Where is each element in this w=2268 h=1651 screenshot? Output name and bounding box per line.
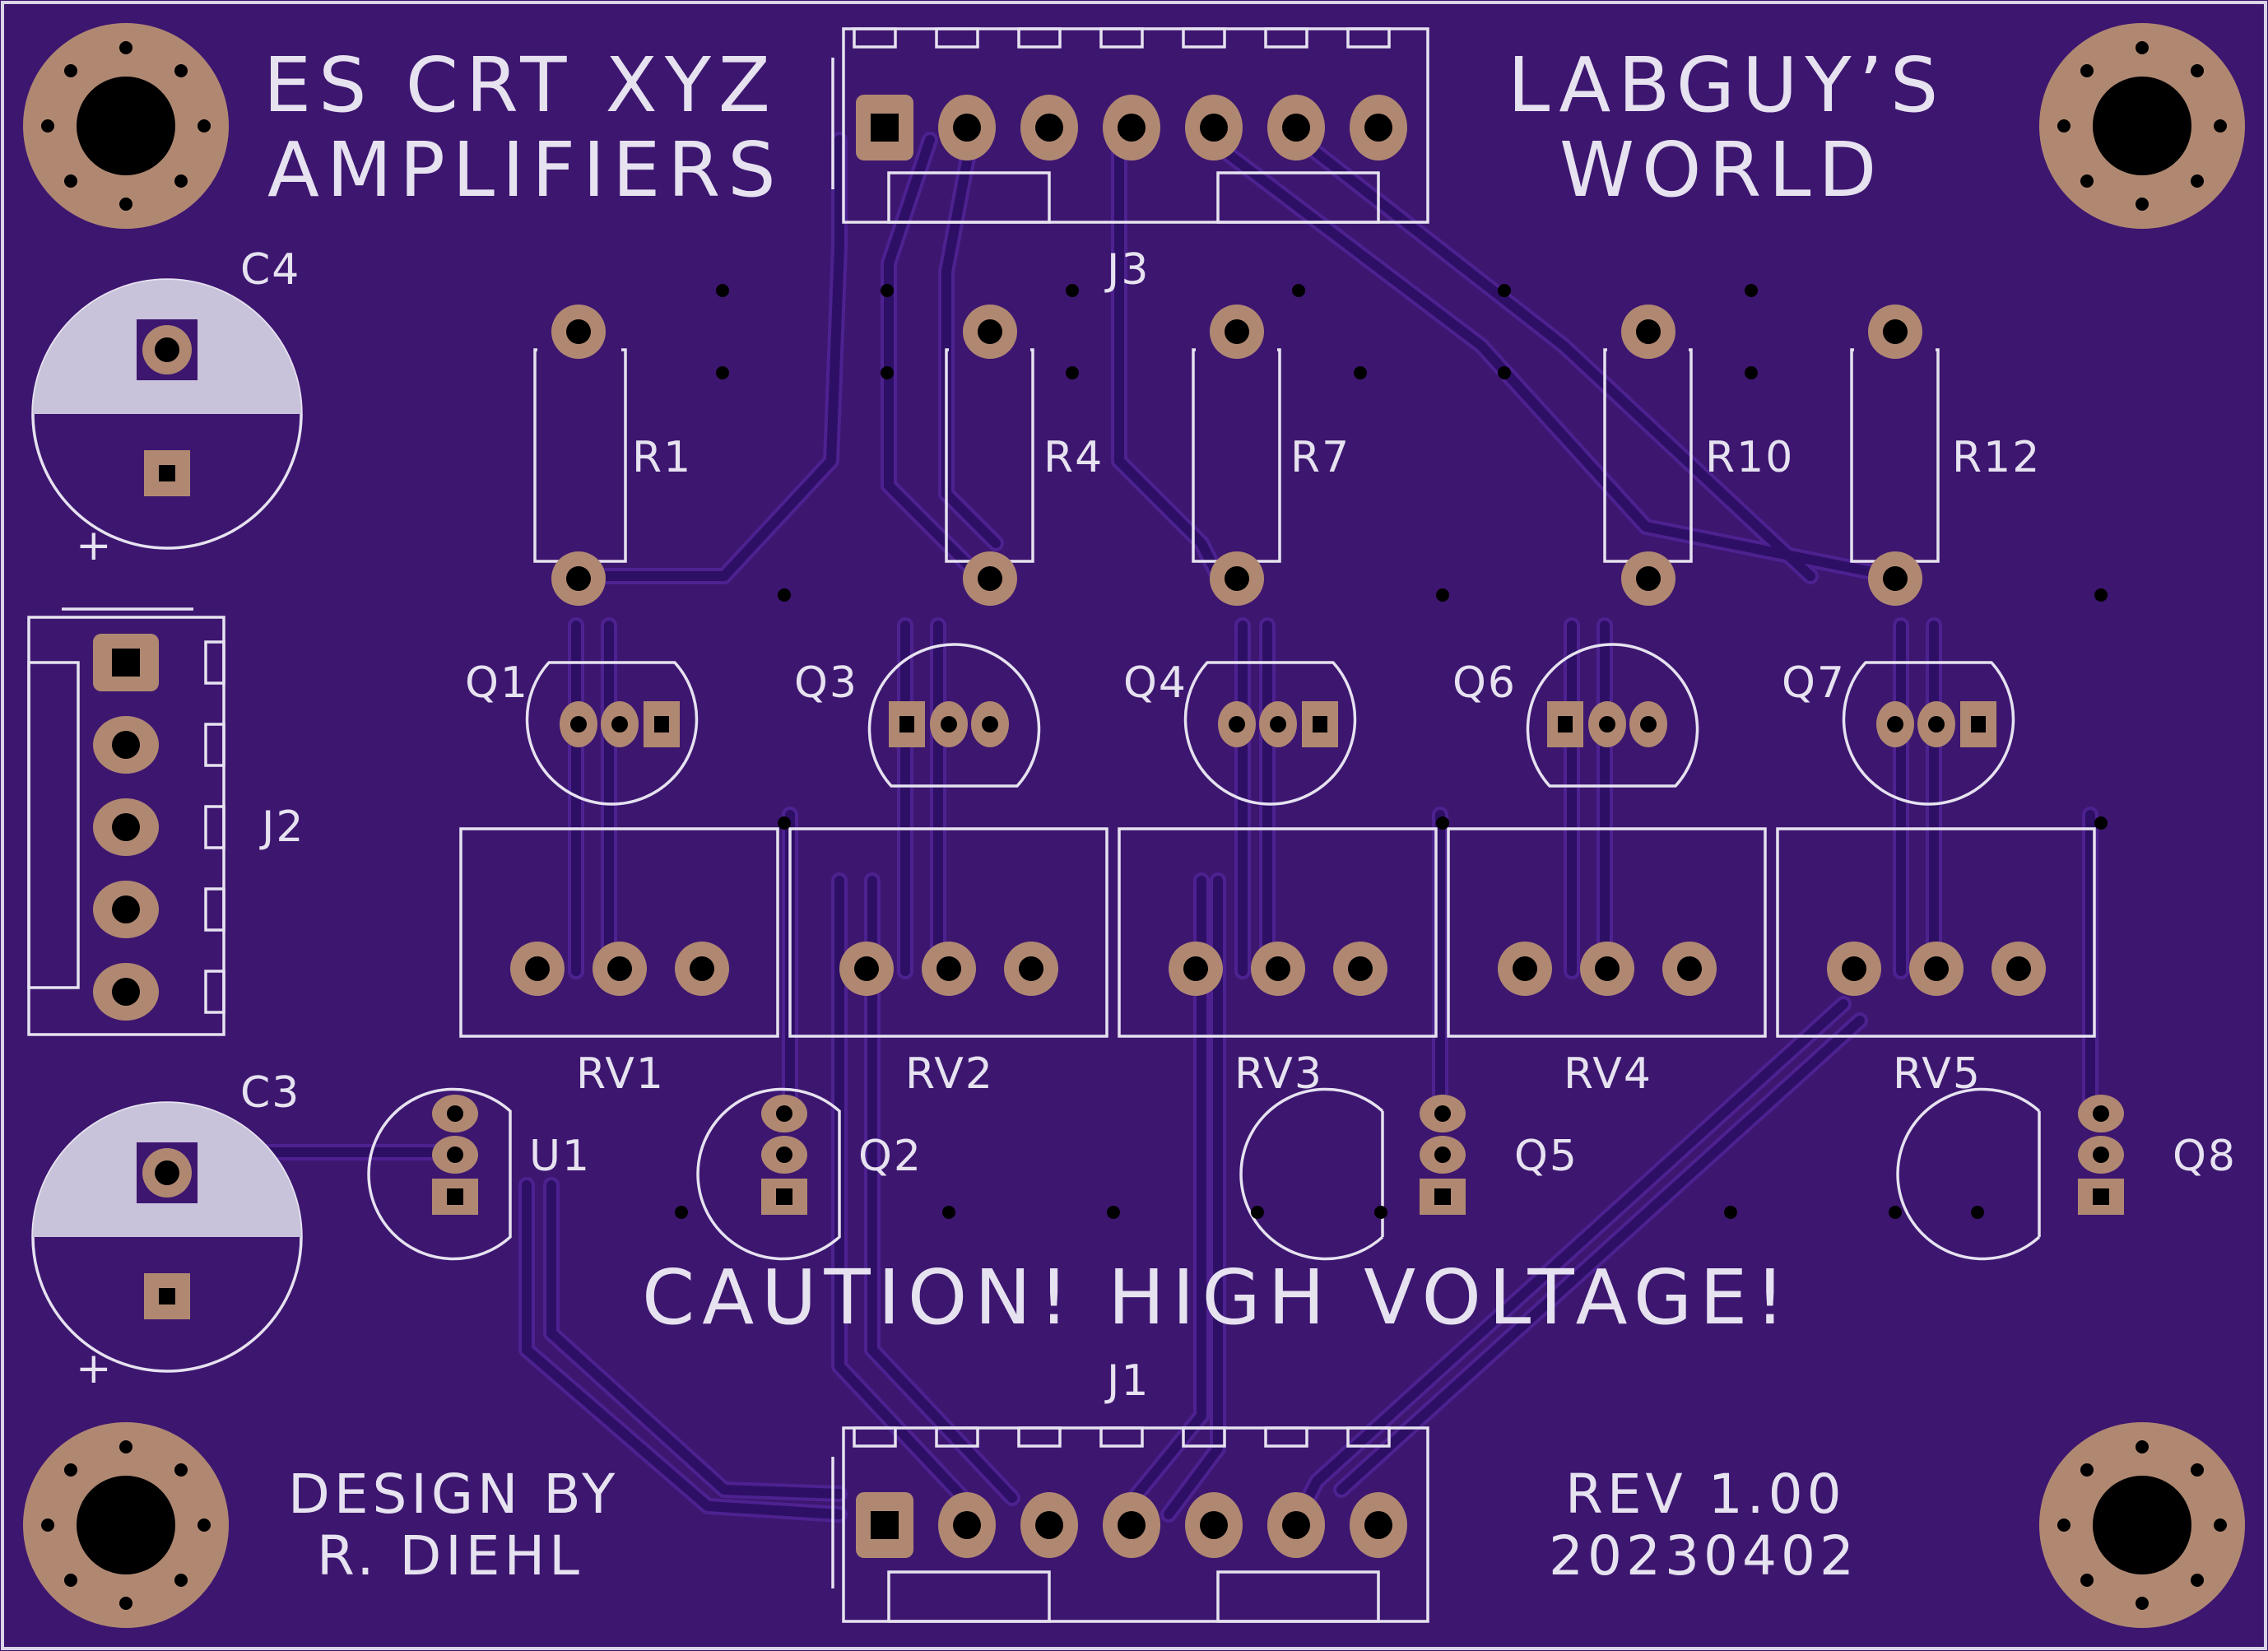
connector-j3: J3 [831, 27, 1429, 295]
connector-j2: J2 [27, 607, 304, 1036]
q7-label: Q7 [1782, 658, 1846, 708]
r12-label: R12 [1952, 433, 2041, 482]
c3-label: C3 [240, 1068, 300, 1118]
j1-label: J1 [1104, 1356, 1150, 1406]
mounting-hole-top-right [2039, 23, 2245, 229]
trimpot-rv1: RV1 [459, 827, 779, 1099]
trimpot-rv5: RV5 [1776, 827, 2096, 1099]
high-voltage-warning: CAUTION! HIGH VOLTAGE! [642, 1253, 1792, 1342]
capacitor-c4: + C4 [31, 245, 303, 570]
connector-j1: J1 [831, 1356, 1429, 1623]
r1-label: R1 [632, 433, 692, 482]
transistor-q3: Q3 [794, 643, 1041, 788]
transistor-q6: Q6 [1452, 643, 1699, 788]
q1-label: Q1 [465, 658, 529, 708]
rv1-label: RV1 [576, 1049, 665, 1099]
u1-label: U1 [529, 1132, 591, 1181]
resistor-r12: R12 [1850, 305, 2041, 606]
q5-label: Q5 [1514, 1132, 1578, 1181]
q3-label: Q3 [794, 658, 858, 708]
brand-line-1: LABGUY’S [1508, 41, 1945, 129]
regulator-u1: U1 [367, 1087, 591, 1261]
rv4-label: RV4 [1564, 1049, 1652, 1099]
transistor-q1: Q1 [465, 658, 699, 806]
q4-label: Q4 [1123, 658, 1187, 708]
trimpot-rv2: RV2 [788, 827, 1108, 1099]
capacitor-c3: + C3 [31, 1068, 303, 1393]
mounting-hole-top-left [23, 23, 229, 229]
resistor-r7: R7 [1192, 305, 1350, 606]
resistor-r10: R10 [1603, 305, 1794, 606]
mounting-hole-bottom-left [23, 1422, 229, 1628]
resistor-r4: R4 [945, 305, 1104, 606]
board-title-line-1: ES CRT XYZ [263, 41, 778, 129]
copper-traces [255, 132, 2098, 1523]
transistor-q8: Q8 [1896, 1087, 2237, 1261]
revision-line-1: REV 1.00 [1565, 1463, 1846, 1526]
c4-label: C4 [240, 245, 300, 295]
j3-label: J3 [1104, 245, 1150, 295]
j2-label: J2 [259, 802, 304, 852]
rv2-label: RV2 [905, 1049, 994, 1099]
c4-polarity-mark: + [76, 521, 114, 570]
mounting-hole-bottom-right [2039, 1422, 2245, 1628]
q6-label: Q6 [1452, 658, 1517, 708]
transistor-q4: Q4 [1123, 658, 1357, 806]
r7-label: R7 [1290, 433, 1350, 482]
transistor-q7: Q7 [1782, 658, 2015, 806]
r4-label: R4 [1043, 433, 1104, 482]
board-vias [675, 284, 2108, 1219]
designer-line-1: DESIGN BY [288, 1463, 619, 1526]
q8-label: Q8 [2173, 1132, 2237, 1181]
revision-line-2: 20230402 [1549, 1524, 1858, 1588]
trimpot-rv4: RV4 [1447, 827, 1767, 1099]
designer-line-2: R. DIEHL [317, 1524, 583, 1588]
transistor-q2: Q2 [696, 1087, 923, 1261]
brand-line-2: WORLD [1559, 126, 1884, 214]
board-title-line-2: AMPLIFIERS [267, 126, 783, 214]
c3-polarity-mark: + [76, 1344, 114, 1393]
r10-label: R10 [1705, 433, 1794, 482]
resistor-r1: R1 [533, 305, 692, 606]
q2-label: Q2 [858, 1132, 923, 1181]
transistor-q5: Q5 [1239, 1087, 1578, 1261]
